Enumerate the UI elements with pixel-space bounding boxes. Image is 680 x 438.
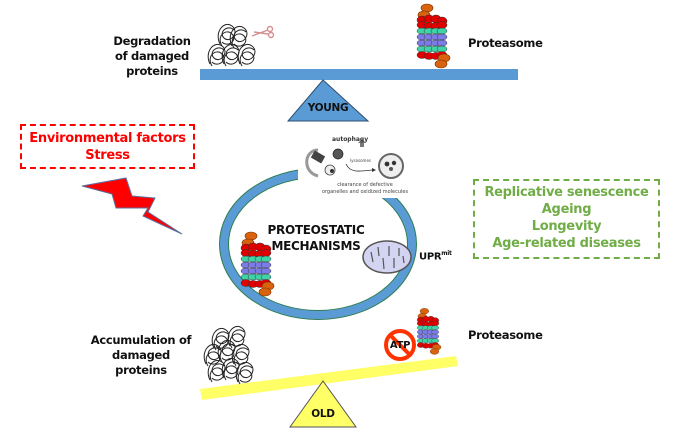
autophagy-caption-line: clearance of defective [337, 182, 393, 188]
lysosomes-label: lysosomes [350, 158, 371, 163]
degradation-label-line: proteins [126, 64, 178, 78]
autophagy-caption-line: organelles and oxidized molecules [321, 189, 409, 195]
accumulation-label-line: damaged [112, 348, 170, 362]
lightning-bolt-icon [81, 177, 183, 235]
outcomes-box-line: Longevity [531, 219, 602, 234]
outcomes-box-line: Ageing [541, 202, 592, 217]
autophagy-caption: clearance of defective organelles and ox… [298, 182, 432, 196]
scissors-icon [251, 25, 275, 39]
accumulation-label-line: proteins [115, 363, 167, 377]
damaged-proteins-icon [207, 23, 256, 67]
no-atp-icon [384, 329, 416, 361]
title-line: PROTEOSTATIC [267, 223, 365, 237]
mitochondrion-icon [362, 240, 412, 274]
outcomes-box: Replicative senescence Ageing Longevity … [473, 179, 660, 259]
proteasome-label-young: Proteasome [468, 36, 543, 50]
outcomes-box-line: Replicative senescence [484, 185, 649, 200]
upr-mit-label: UPRmit [419, 246, 452, 264]
stress-box-line: Environmental factors [29, 131, 186, 146]
autolysosome-icon [378, 153, 404, 179]
old-beam [200, 356, 458, 400]
accumulation-label: Accumulation of damaged proteins [86, 333, 196, 378]
young-label: YOUNG [307, 102, 349, 114]
autophagosome-icon [305, 148, 344, 178]
accumulated-proteins-icon [203, 325, 254, 385]
upr-text: UPR [419, 251, 442, 263]
arrowhead-icon [372, 168, 376, 172]
degradation-label: Degradation of damaged proteins [110, 34, 194, 79]
stress-box-line: Stress [85, 148, 130, 163]
old-proteasome-icon [416, 308, 442, 355]
atp-label: ATP [389, 340, 411, 351]
young-beam [200, 69, 518, 80]
old-fulcrum [289, 380, 357, 428]
degradation-label-line: Degradation [113, 34, 191, 48]
increase-arrow-icon [358, 139, 366, 147]
young-fulcrum [286, 79, 370, 122]
title-line: MECHANISMS [271, 239, 361, 253]
proteasome-icon [416, 3, 451, 69]
stress-box: Environmental factors Stress [20, 124, 195, 169]
proteostatic-mechanisms-title: PROTEOSTATIC MECHANISMS [258, 222, 374, 254]
autophagy-arrow [345, 163, 373, 172]
autophagy-label: autophagy [332, 136, 369, 143]
degradation-label-line: of damaged [115, 49, 189, 63]
outcomes-box-line: Age-related diseases [492, 236, 641, 251]
old-label: OLD [311, 408, 335, 420]
upr-superscript: mit [441, 250, 452, 257]
accumulation-label-line: Accumulation of [90, 333, 192, 347]
proteasome-label-old: Proteasome [468, 328, 543, 342]
